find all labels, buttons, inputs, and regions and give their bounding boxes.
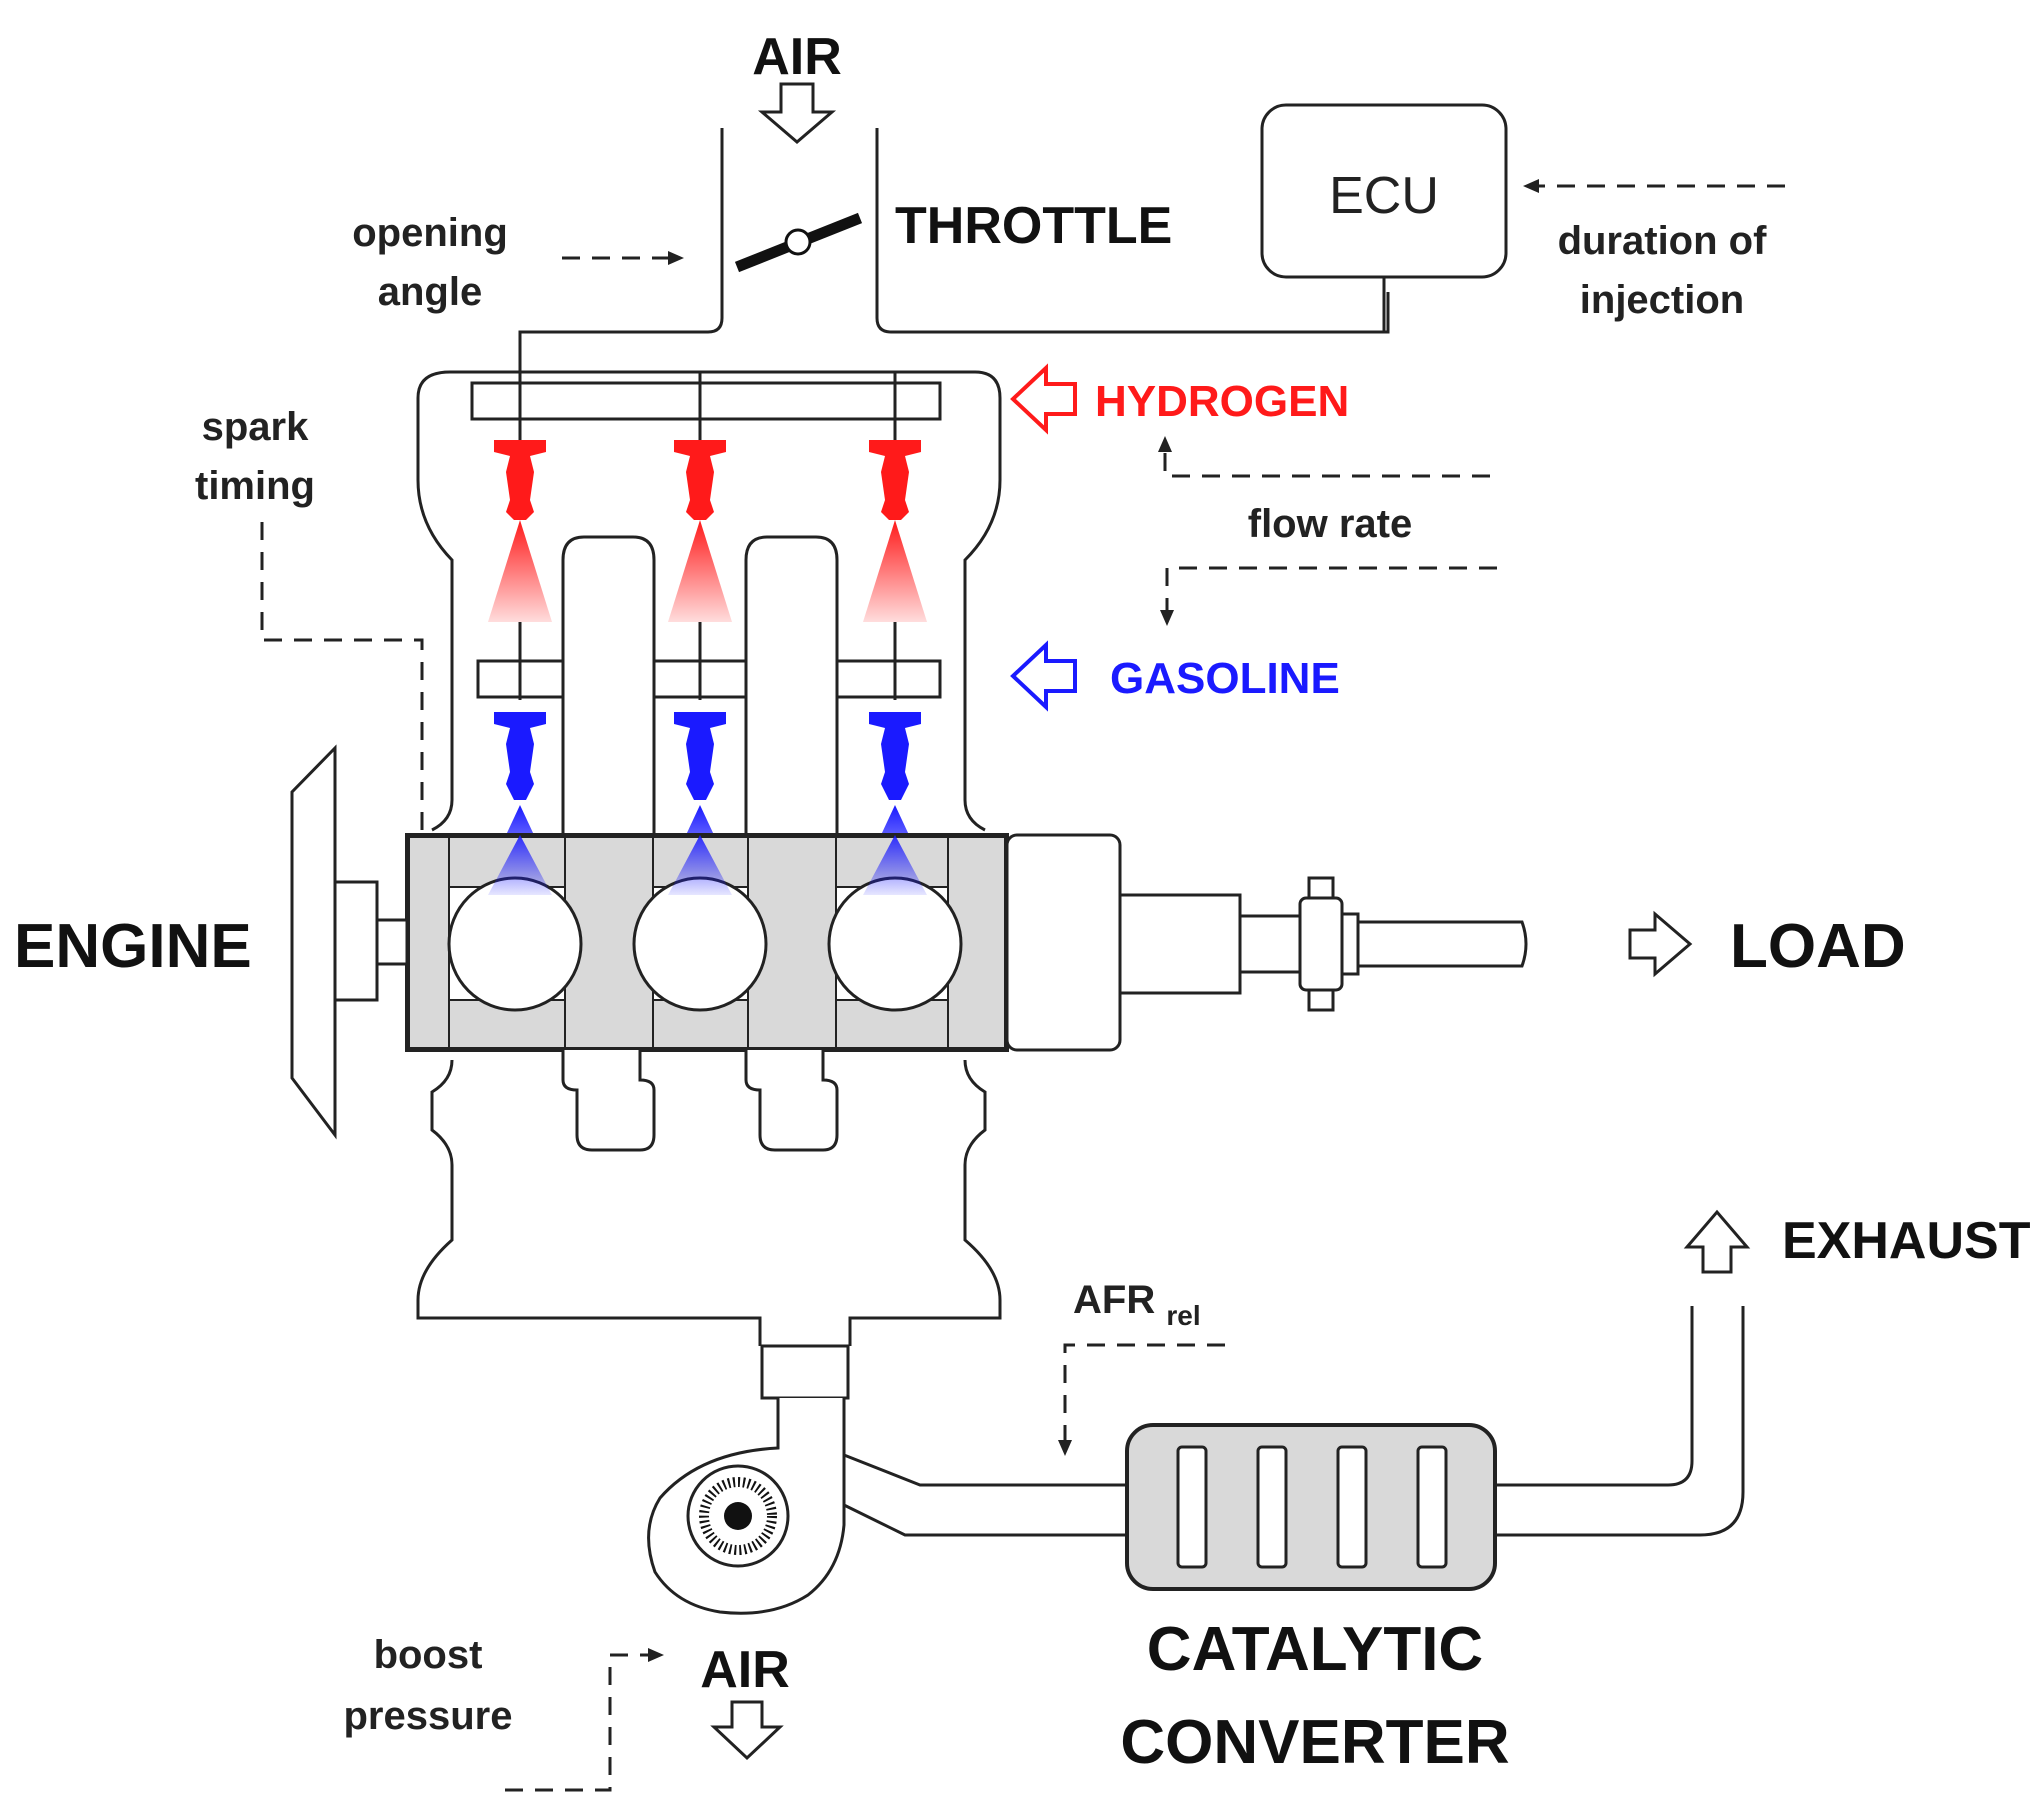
ecu-label: ECU [1329, 167, 1439, 225]
intake-duct [518, 128, 1390, 372]
exhaust-runners [561, 1050, 839, 1152]
flywheel-pulley [290, 744, 409, 1140]
throttle-valve-icon [734, 212, 863, 273]
catalyst-cell-2 [1256, 1445, 1288, 1569]
engine-block-fins [408, 836, 1006, 1049]
flow-rate-line-gasoline [1165, 566, 1497, 612]
opening-angle-label-2: angle [378, 270, 482, 314]
spark-timing-label-1: spark [202, 405, 309, 449]
air-out-label: AIR [700, 1641, 790, 1699]
throttle-label: THROTTLE [895, 197, 1172, 255]
gasoline-inlet-arrow-icon [1010, 640, 1077, 712]
afr-arrowhead-icon [1058, 1440, 1072, 1456]
afr-subscript: rel [1166, 1300, 1200, 1331]
gasoline-rail [476, 659, 942, 699]
catalyst-cell-3 [1336, 1445, 1368, 1569]
air-in-arrow-icon [757, 82, 837, 144]
catalytic-converter [1125, 1423, 1497, 1591]
hydrogen-injector-2 [668, 372, 732, 700]
cylinder-3 [827, 876, 963, 1012]
cylinder-2 [632, 876, 768, 1012]
cylinder-1 [447, 876, 583, 1012]
flow-rate-arrowhead-gasoline-icon [1160, 610, 1174, 626]
exhaust-pipe-2 [843, 1503, 1128, 1537]
catalytic-converter-label-2: CONVERTER [1120, 1708, 1509, 1777]
catalyst-cell-1 [1176, 1445, 1208, 1569]
output-shaft [1005, 833, 1528, 1052]
exhaust-manifold [416, 1059, 1002, 1346]
spark-timing-line [260, 522, 424, 858]
exhaust-arrow-icon [1683, 1209, 1751, 1274]
turbine-wheel-inner [699, 1477, 777, 1555]
opening-angle-label-1: opening [352, 211, 508, 255]
load-label: LOAD [1730, 912, 1906, 981]
duration-label-2: injection [1580, 278, 1744, 322]
spark-timing-label-2: timing [195, 464, 315, 508]
catalyst-cell-4 [1416, 1445, 1448, 1569]
boost-pressure-line [505, 1653, 650, 1792]
load-arrow-icon [1628, 910, 1693, 978]
flow-rate-arrowhead-hydrogen-icon [1158, 436, 1172, 452]
exhaust-label: EXHAUST [1782, 1212, 2031, 1270]
exhaust-pipe-1 [843, 1453, 1128, 1487]
boost-pressure-label-1: boost [374, 1633, 483, 1677]
opening-angle-arrowhead-icon [668, 251, 684, 265]
air-in-label: AIR [752, 28, 842, 86]
flow-rate-line-hydrogen [1163, 448, 1490, 478]
duration-label-1: duration of [1558, 219, 1768, 263]
hydrogen-label: HYDROGEN [1095, 377, 1349, 426]
boost-pressure-arrowhead-icon [648, 1648, 664, 1662]
catalytic-converter-label-1: CATALYTIC [1147, 1615, 1483, 1684]
engine-label: ENGINE [14, 912, 252, 981]
air-out-arrow-icon [710, 1700, 784, 1761]
boost-pressure-label-2: pressure [344, 1694, 513, 1738]
hydrogen-rail [470, 381, 942, 421]
hydrogen-injector-1 [488, 372, 552, 700]
intake-manifold [416, 370, 1002, 832]
tailpipe [1495, 1306, 1745, 1537]
afr-sensor-line [1063, 1343, 1225, 1442]
turbo-coupling [760, 1344, 850, 1400]
afr-label: AFR rel [1073, 1278, 1201, 1331]
flow-rate-label: flow rate [1248, 502, 1412, 546]
gasoline-label: GASOLINE [1110, 654, 1340, 703]
hydrogen-inlet-arrow-icon [1010, 363, 1077, 435]
duration-arrowhead-icon [1523, 179, 1539, 193]
intake-runners [561, 535, 839, 835]
hydrogen-injector-3 [863, 372, 927, 700]
afr-main: AFR [1073, 1278, 1155, 1322]
